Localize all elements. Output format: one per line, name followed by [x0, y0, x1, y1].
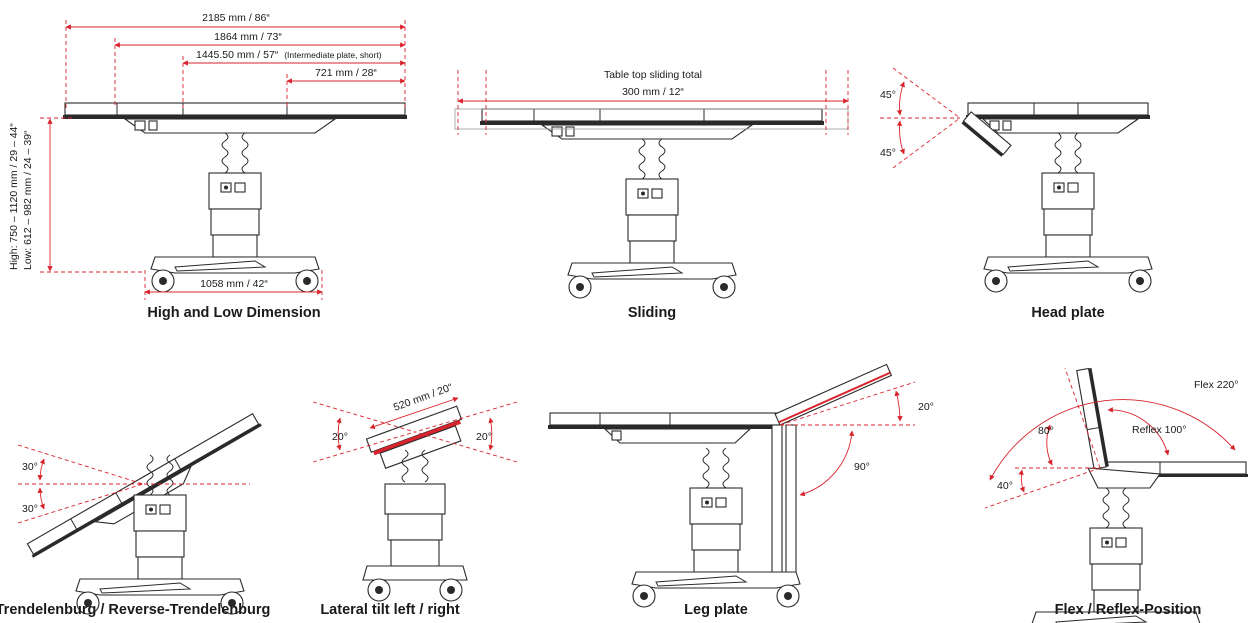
caption-head-plate: Head plate [1031, 305, 1104, 321]
panel-leg-plate: 20° 90° Leg plate [548, 363, 934, 618]
dim-1445-label: 1445.50 mm / 57“ (Intermediate plate, sh… [196, 49, 382, 61]
panel-head-plate: 45° 45° Head plate [880, 67, 1153, 321]
height-low-label: Low: 612 – 982 mm / 24 – 39“ [22, 130, 34, 270]
sliding-label-line2: 300 mm / 12“ [622, 86, 684, 98]
panel-high-low: 2185 mm / 86“ 1864 mm / 73“ 1445.50 mm /… [8, 12, 408, 321]
dim-721-label: 721 mm / 28“ [315, 67, 377, 79]
head-angle-up: 45° [880, 89, 896, 101]
leg-angle-down: 90° [854, 461, 870, 473]
flex-angle-seat: 40° [997, 480, 1013, 492]
trend-angle-up: 30° [22, 461, 38, 473]
leg-angle-up: 20° [918, 401, 934, 413]
caption-high-low: High and Low Dimension [147, 305, 320, 321]
lateral-angle-left: 20° [332, 431, 348, 443]
height-high-label: High: 750 – 1120 mm / 29 – 44“ [8, 123, 20, 270]
caption-lateral-tilt: Lateral tilt left / right [320, 602, 460, 618]
caption-sliding: Sliding [628, 305, 676, 321]
panel-flex-reflex: Flex 220° Reflex 100° 80° 40° Flex / Ref… [984, 367, 1248, 623]
lateral-dim-label: 520 mm / 20“ [392, 381, 455, 414]
flex-angle-back: 80° [1038, 425, 1054, 437]
trend-angle-down: 30° [22, 503, 38, 515]
dim-base-label: 1058 mm / 42“ [200, 278, 268, 290]
panel-sliding: Table top sliding total 300 mm / 12“ Sli… [454, 69, 849, 321]
lateral-angle-right: 20° [476, 431, 492, 443]
reflex-label: Reflex 100° [1132, 424, 1186, 436]
head-angle-down: 45° [880, 147, 896, 159]
sliding-label-line1: Table top sliding total [604, 69, 702, 81]
caption-trendelenburg: Trendelenburg / Reverse-Trendelenburg [0, 602, 270, 618]
panel-lateral-tilt: 520 mm / 20“ 20° 20° Lateral tilt left /… [312, 381, 518, 618]
flex-label: Flex 220° [1194, 379, 1238, 391]
caption-flex-reflex: Flex / Reflex-Position [1055, 602, 1202, 618]
caption-leg-plate: Leg plate [684, 602, 748, 618]
dim-1864-label: 1864 mm / 73“ [214, 31, 282, 43]
dim-total-label: 2185 mm / 86“ [202, 12, 270, 24]
panel-trendelenburg: 30° 30° Trendelenburg / Reverse-Trendele… [0, 413, 270, 618]
